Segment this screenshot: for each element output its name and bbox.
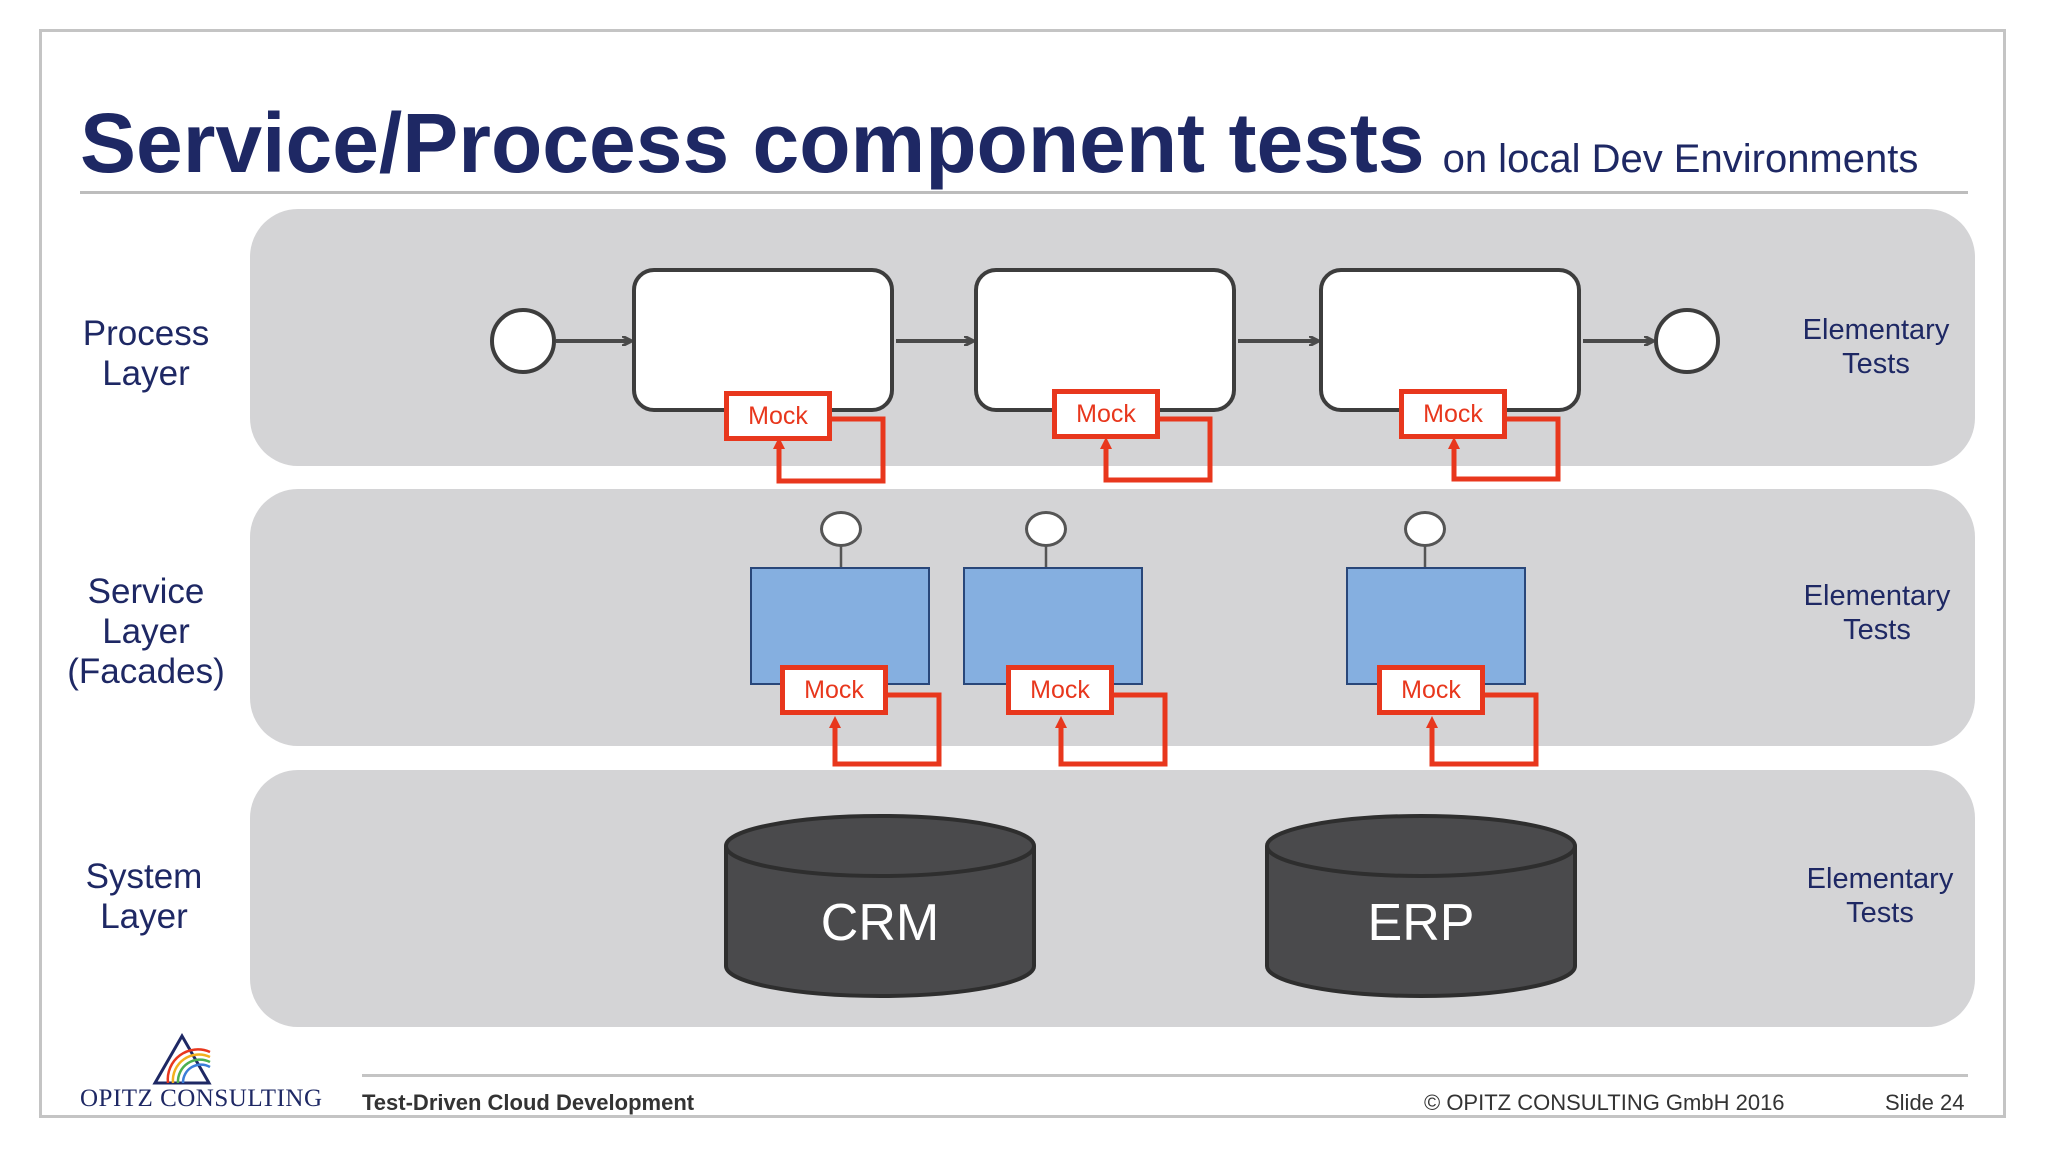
end-event <box>1654 308 1720 374</box>
service-label-line-3: (Facades) <box>67 652 225 691</box>
opitz-logo-icon <box>152 1032 212 1085</box>
crm-database-icon: CRM <box>724 814 1036 998</box>
mock-service-1: Mock <box>780 665 888 715</box>
footer-slide-number: Slide 24 <box>1885 1090 1965 1115</box>
footer-copyright: © OPITZ CONSULTING GmbH 2016 <box>1424 1090 1785 1115</box>
process-task-1 <box>632 268 894 412</box>
start-event <box>490 308 556 374</box>
process-elementary-tests-label: Elementary Tests <box>1776 313 1976 381</box>
process-elementary-line-2: Tests <box>1842 348 1910 380</box>
service-label-line-2: Layer <box>102 612 190 651</box>
title-main: Service/Process component tests <box>80 96 1425 190</box>
footer-presentation-title: Test-Driven Cloud Development <box>362 1090 695 1115</box>
logo-text: OPITZ CONSULTING <box>80 1085 323 1112</box>
mock-loop-service-2 <box>1055 692 1168 767</box>
mock-loop-service-3 <box>1426 692 1539 767</box>
system-elementary-line-1: Elementary <box>1806 863 1954 895</box>
mock-loop-process-1 <box>773 416 886 484</box>
mock-service-2: Mock <box>1006 665 1114 715</box>
system-layer-band <box>250 770 1975 1027</box>
erp-database-icon: ERP <box>1265 814 1577 998</box>
service-elementary-line-1: Elementary <box>1803 580 1951 612</box>
mock-loop-process-2 <box>1100 416 1213 483</box>
title-subtitle: on local Dev Environments <box>1442 137 1919 181</box>
service-label-line-1: Service <box>87 572 205 611</box>
process-label-line-1: Process <box>82 314 210 353</box>
facade-1-interface <box>820 511 862 547</box>
system-label-line-2: Layer <box>100 897 188 936</box>
service-elementary-line-2: Tests <box>1843 614 1911 646</box>
facade-3-interface <box>1404 511 1446 547</box>
slide-title: Service/Process component tests on local … <box>80 95 1918 192</box>
system-elementary-tests-label: Elementary Tests <box>1780 862 1980 930</box>
process-layer-label: Process Layer <box>56 314 236 394</box>
mock-process-1: Mock <box>724 391 832 441</box>
facade-2-interface <box>1025 511 1067 547</box>
service-elementary-tests-label: Elementary Tests <box>1777 579 1977 647</box>
service-layer-label: Service Layer (Facades) <box>56 572 236 692</box>
erp-label: ERP <box>1368 894 1475 952</box>
crm-label: CRM <box>821 894 939 952</box>
process-task-3 <box>1319 268 1581 412</box>
footer-rule <box>362 1074 1968 1077</box>
mock-loop-process-3 <box>1448 416 1561 482</box>
mock-process-2: Mock <box>1052 389 1160 439</box>
system-label-line-1: System <box>85 857 203 896</box>
process-elementary-line-1: Elementary <box>1802 314 1950 346</box>
system-layer-label: System Layer <box>54 857 234 937</box>
mock-loop-service-1 <box>829 692 942 767</box>
mock-service-3: Mock <box>1377 665 1485 715</box>
mock-process-3: Mock <box>1399 389 1507 439</box>
title-rule <box>80 191 1968 194</box>
process-label-line-2: Layer <box>102 354 190 393</box>
system-elementary-line-2: Tests <box>1846 897 1914 929</box>
